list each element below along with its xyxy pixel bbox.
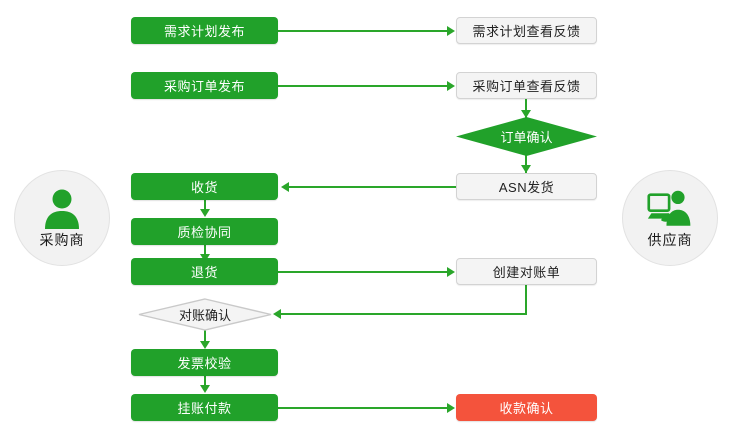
- connector-order-feedback-to-confirm: [525, 99, 527, 118]
- node-label: 采购订单查看反馈: [472, 79, 581, 94]
- node-asn-shipment[interactable]: ASN发货: [456, 173, 597, 200]
- arrowhead-receipt: [447, 403, 455, 413]
- actor-buyer[interactable]: 采购商: [14, 170, 110, 266]
- node-label: ASN发货: [498, 180, 555, 195]
- connector-quality-to-return: [204, 245, 206, 258]
- user-at-computer-icon: [647, 190, 691, 226]
- node-receipt-confirm[interactable]: 收款确认: [456, 394, 597, 421]
- node-return-goods[interactable]: 退货: [131, 258, 278, 285]
- connector-asn-to-receive: [289, 186, 456, 188]
- actor-buyer-label: 采购商: [39, 231, 85, 248]
- arrowhead-statement: [447, 267, 455, 277]
- node-label: 挂账付款: [177, 401, 232, 416]
- connector-order-publish-to-feedback: [278, 85, 448, 87]
- node-label: 质检协同: [177, 225, 232, 240]
- connector-confirm-to-invoice: [204, 330, 206, 345]
- node-quality-collab[interactable]: 质检协同: [131, 218, 278, 245]
- connector-invoice-to-payment: [204, 376, 206, 389]
- node-label: 需求计划查看反馈: [472, 24, 581, 39]
- node-purchase-order-feedback[interactable]: 采购订单查看反馈: [456, 72, 597, 99]
- arrowhead-asn: [521, 165, 531, 173]
- arrowhead-receive: [281, 182, 289, 192]
- node-label: 创建对账单: [492, 265, 561, 280]
- user-icon: [45, 189, 79, 229]
- connector-order-confirm-to-asn: [525, 155, 527, 173]
- connector-receive-to-quality: [204, 200, 206, 213]
- connector-payment-to-receipt: [278, 407, 448, 409]
- arrowhead-invoice: [200, 341, 210, 349]
- node-label: 退货: [190, 265, 218, 280]
- node-receive-goods[interactable]: 收货: [131, 173, 278, 200]
- node-label: 采购订单发布: [163, 79, 245, 94]
- arrowhead-order-feedback: [447, 81, 455, 91]
- diamond-shape: [138, 298, 272, 331]
- arrowhead-demand-feedback: [447, 26, 455, 36]
- node-create-statement[interactable]: 创建对账单: [456, 258, 597, 285]
- node-demand-plan-publish[interactable]: 需求计划发布: [131, 17, 278, 44]
- diamond-shape: [456, 117, 597, 156]
- node-label: 需求计划发布: [163, 24, 245, 39]
- actor-supplier-label: 供应商: [647, 231, 693, 248]
- node-label: 收货: [190, 180, 218, 195]
- connector-statement-to-confirm: [281, 313, 527, 315]
- node-purchase-order-publish[interactable]: 采购订单发布: [131, 72, 278, 99]
- node-label: 对账确认: [178, 308, 231, 323]
- connector-demand-publish-to-feedback: [278, 30, 448, 32]
- arrowhead-quality: [200, 209, 210, 217]
- node-label: 收款确认: [499, 401, 554, 416]
- node-order-confirm[interactable]: 订单确认: [456, 117, 597, 156]
- actor-supplier[interactable]: 供应商: [622, 170, 718, 266]
- connector-statement-down: [525, 285, 527, 314]
- node-invoice-check[interactable]: 发票校验: [131, 349, 278, 376]
- node-statement-confirm[interactable]: 对账确认: [138, 298, 272, 331]
- node-label: 订单确认: [500, 130, 553, 145]
- arrowhead-order-confirm: [521, 110, 531, 118]
- node-demand-plan-feedback[interactable]: 需求计划查看反馈: [456, 17, 597, 44]
- arrowhead-payment: [200, 385, 210, 393]
- connector-return-to-statement: [278, 271, 448, 273]
- arrowhead-statement-confirm: [273, 309, 281, 319]
- node-pending-payment[interactable]: 挂账付款: [131, 394, 278, 421]
- node-label: 发票校验: [177, 356, 232, 371]
